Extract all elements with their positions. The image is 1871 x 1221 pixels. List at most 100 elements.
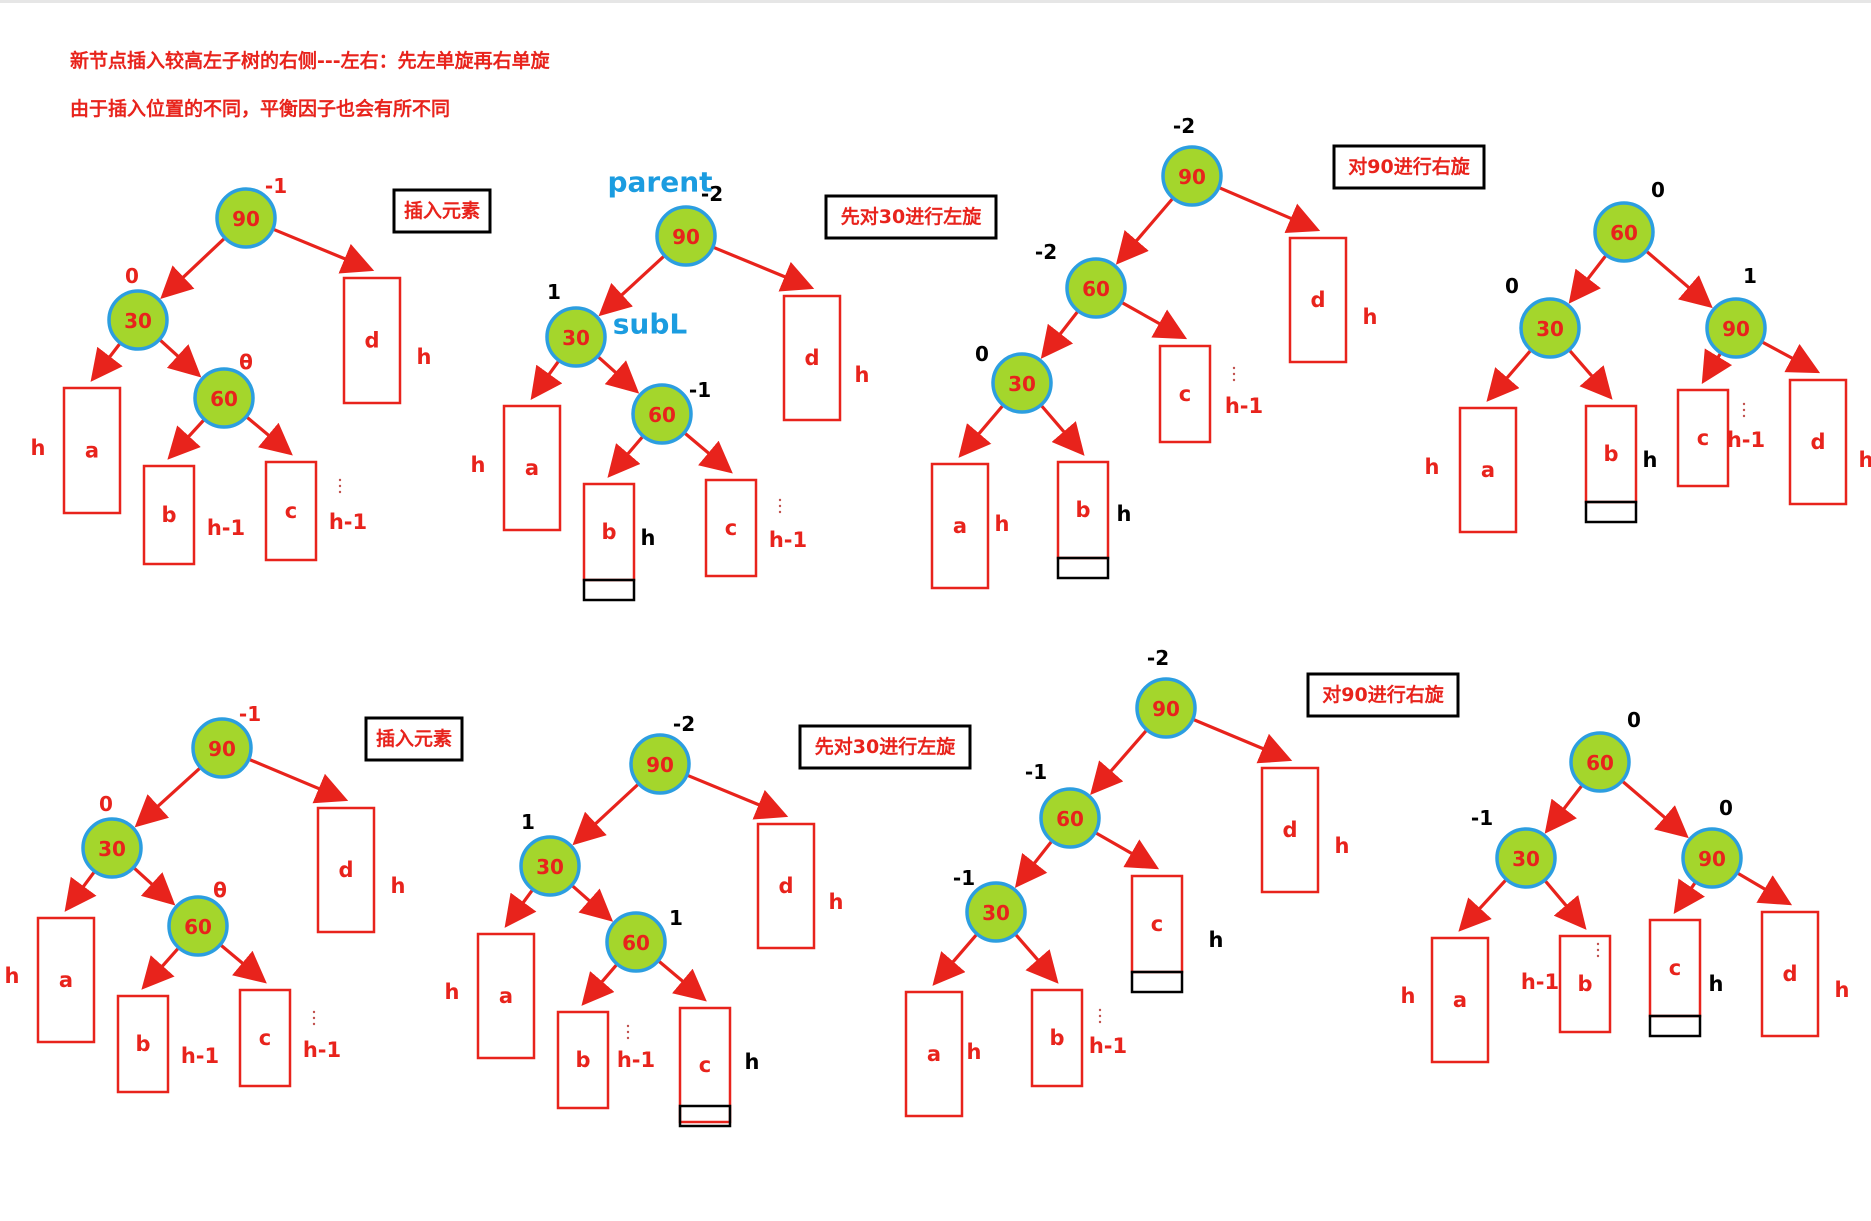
balance-factor-60: -2 xyxy=(1035,240,1057,264)
subtree-label-b: b xyxy=(1577,972,1592,996)
edge-arrow xyxy=(530,359,563,400)
node-value-30: 30 xyxy=(536,855,564,879)
inserted-node-box xyxy=(1130,970,1184,994)
tree-node-90 xyxy=(1161,145,1223,207)
step-caption: 插入元素 xyxy=(404,199,480,222)
node-value-60: 60 xyxy=(1586,751,1614,775)
node-value-90: 90 xyxy=(646,753,674,777)
dot-mark xyxy=(338,490,342,494)
edge-arrow xyxy=(504,888,537,928)
tree-node-30 xyxy=(519,835,581,897)
edge-arrow xyxy=(132,866,176,906)
balance-factor-30: 0 xyxy=(125,264,139,288)
dot-mark xyxy=(1098,1008,1102,1012)
dot-mark xyxy=(778,498,782,502)
subtree-height-a: h xyxy=(471,453,486,477)
subtree-height-a: h xyxy=(995,512,1010,536)
balance-factor-90: -2 xyxy=(701,182,723,206)
edge-arrow xyxy=(134,766,202,828)
dot-mark xyxy=(1596,942,1600,946)
subtree-label-c: c xyxy=(1697,426,1709,450)
edge-arrow xyxy=(1013,932,1059,984)
subtree-label-d: d xyxy=(1282,818,1297,842)
subtree-label-c: c xyxy=(259,1026,271,1050)
tree-node-60 xyxy=(1569,731,1631,793)
edge-arrow xyxy=(1120,300,1188,340)
dot-mark xyxy=(1742,408,1746,412)
subtree-box-d xyxy=(782,294,842,422)
edge-arrow xyxy=(160,236,227,299)
inserted-node-box xyxy=(582,578,636,602)
dot-mark xyxy=(626,1036,630,1040)
edge-arrow xyxy=(272,227,375,274)
edge-arrow xyxy=(1014,839,1054,888)
balance-factor-60: -1 xyxy=(1025,760,1047,784)
edge-arrow xyxy=(570,884,614,922)
top-divider xyxy=(0,0,1871,3)
subtree-label-c: c xyxy=(1179,382,1191,406)
edge-arrow xyxy=(572,782,640,846)
step-caption: 先对30进行左旋 xyxy=(815,735,956,758)
tree-node-30 xyxy=(107,289,169,351)
tree-node-90 xyxy=(191,717,253,779)
edge-arrow xyxy=(1760,340,1821,374)
balance-factor-60: 0 xyxy=(1651,178,1665,202)
tree-node-30 xyxy=(1495,827,1557,889)
subtree-label-c: c xyxy=(725,516,737,540)
edge-arrow xyxy=(219,943,267,984)
subtree-height-c: h-1 xyxy=(769,528,807,552)
subtree-box-d xyxy=(1760,910,1820,1038)
subtree-label-a: a xyxy=(953,514,967,538)
node-value-60: 60 xyxy=(622,931,650,955)
subtree-box-c xyxy=(238,988,292,1088)
node-value-90: 90 xyxy=(208,737,236,761)
balance-factor-90: -1 xyxy=(239,702,261,726)
subtree-label-c: c xyxy=(1151,912,1163,936)
subtree-height-b: h xyxy=(641,526,656,550)
subtree-height-b: h-1 xyxy=(1521,970,1559,994)
edge-arrow xyxy=(1094,831,1160,870)
step-caption-box xyxy=(1306,672,1460,718)
subtree-height-d: h xyxy=(1363,305,1378,329)
subtree-box-a xyxy=(904,990,964,1118)
node-value-30: 30 xyxy=(1512,847,1540,871)
edge-arrow xyxy=(1736,871,1793,906)
subtree-box-c xyxy=(1158,344,1212,444)
step-caption: 对90进行右旋 xyxy=(1322,683,1444,706)
balance-factor-90: -2 xyxy=(1147,646,1169,670)
subtree-height-a: h xyxy=(445,980,460,1004)
dot-mark xyxy=(1596,948,1600,952)
edge-arrow xyxy=(167,418,206,460)
subtree-height-d: h xyxy=(829,890,844,914)
step-caption-box xyxy=(824,194,998,240)
step-caption-box xyxy=(1332,144,1486,190)
node-value-60: 60 xyxy=(1082,277,1110,301)
node-value-90: 90 xyxy=(672,225,700,249)
subtree-box-a xyxy=(1458,406,1518,534)
balance-factor-90: 0 xyxy=(1719,796,1733,820)
subtree-height-b: h xyxy=(1643,448,1658,472)
edge-arrow xyxy=(1620,779,1689,839)
balance-factor-60: θ xyxy=(239,350,253,374)
page-title: 新节点插入较高左子树的右侧---左右：先左单旋再右单旋 xyxy=(70,50,550,72)
dot-mark xyxy=(1232,372,1236,376)
subtree-box-c xyxy=(704,478,758,578)
edge-arrow xyxy=(1673,878,1705,914)
inserted-node-box xyxy=(1648,1014,1702,1038)
subtree-height-b: h-1 xyxy=(181,1044,219,1068)
balance-factor-30: 1 xyxy=(521,810,535,834)
node-value-60: 60 xyxy=(648,403,676,427)
subtree-height-c: h-1 xyxy=(329,510,367,534)
edge-arrow xyxy=(686,773,789,820)
subtree-label-c: c xyxy=(699,1053,711,1077)
subtree-height-c: h xyxy=(745,1050,760,1074)
edge-arrow xyxy=(1567,348,1613,400)
subtree-label-d: d xyxy=(1310,288,1325,312)
subl-tag: subL xyxy=(613,308,688,341)
edge-arrow xyxy=(1115,196,1175,265)
edge-arrow xyxy=(141,946,180,990)
